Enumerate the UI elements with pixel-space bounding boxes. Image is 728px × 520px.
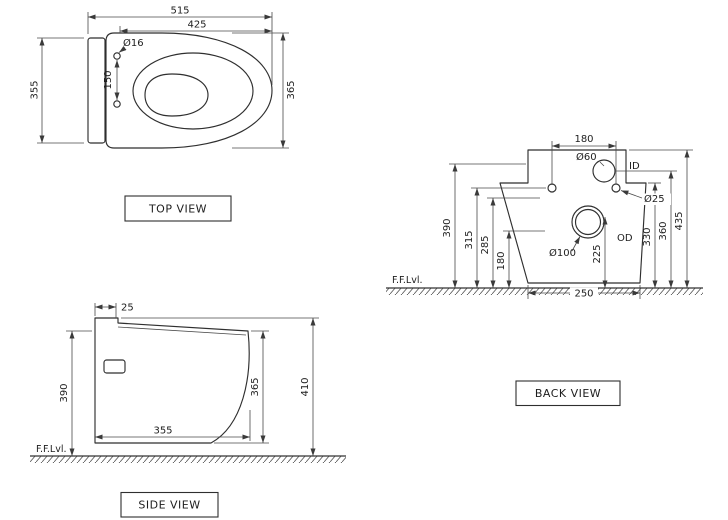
dim-250-text-bg <box>570 287 598 299</box>
inlet-tag-label: ID <box>629 161 640 172</box>
dim-label-390-back: 390 <box>442 218 453 237</box>
back-body-outline <box>499 149 647 284</box>
top-view: 515 425 355 365 Ø16 150 TOP <box>30 6 297 222</box>
dim-label-410: 410 <box>300 377 311 396</box>
hinge-hole-top <box>113 52 121 60</box>
dim-height-390-back: 390 <box>442 163 526 288</box>
dim-height-285: 285 <box>480 197 540 288</box>
flush-button-outline <box>103 359 126 374</box>
dim-label-dia25: Ø25 <box>644 193 665 205</box>
back-view-title-box <box>515 380 621 407</box>
back-view-floor: F.F.Lvl. <box>386 275 703 295</box>
bowl-opening-outline <box>144 73 209 117</box>
outlet-tag-label: OD <box>617 233 633 244</box>
dim-label-315: 315 <box>464 230 475 249</box>
dim-rim-height-365: 365 <box>214 330 269 444</box>
dim-label-225: 225 <box>592 244 603 263</box>
dim-label-425: 425 <box>187 20 206 31</box>
side-floor-hatch <box>30 456 346 463</box>
dim-label-dia16: Ø16 <box>123 37 144 49</box>
dim-height-225: 225 <box>592 217 608 288</box>
dim-base-width-250: 250 <box>527 285 641 300</box>
dim-base-length-355: 355 <box>95 410 251 441</box>
dim-label-285: 285 <box>480 235 491 254</box>
side-view-title: SIDE VIEW <box>120 491 219 518</box>
dim-bowl-length-425: 425 <box>119 20 272 34</box>
dim-label-365-side: 365 <box>250 377 261 396</box>
dim-label-365-top: 365 <box>286 80 297 99</box>
top-view-drawing <box>87 32 273 149</box>
dim-height-180-left: 180 <box>496 230 545 288</box>
back-view-drawing <box>499 149 647 284</box>
dim-label-355-top: 355 <box>30 80 41 99</box>
label-outlet: Ø100 OD <box>549 233 633 259</box>
back-view-title: BACK VIEW <box>515 380 621 407</box>
bowl-rim-outline <box>132 52 254 130</box>
label-inlet: Ø60 ID <box>576 151 640 172</box>
cistern-top-outline <box>87 37 106 144</box>
side-view-floor: F.F.Lvl. <box>30 444 346 463</box>
dim-label-dia100: Ø100 <box>549 247 576 259</box>
fixing-hole-left <box>547 183 557 193</box>
dim-body-height-390: 390 <box>59 330 92 456</box>
dim-label-515: 515 <box>170 6 189 17</box>
dim-height-435: 435 <box>629 149 693 288</box>
dim-fixing-spacing-180: 180 <box>551 134 617 185</box>
side-rim-line <box>117 326 247 336</box>
dim-lid-offset-25: 25 <box>94 303 134 318</box>
side-view-drawing <box>94 317 250 444</box>
side-view: F.F.Lvl. 25 390 365 4 <box>30 303 346 518</box>
dim-label-dia60: Ø60 <box>576 151 597 163</box>
dim-hinge-hole-spacing-150: 150 <box>103 60 120 100</box>
dim-overall-width-355: 355 <box>30 37 84 144</box>
dim-label-250: 250 <box>574 289 593 300</box>
side-view-title-box <box>120 491 219 518</box>
back-floor-level-label: F.F.Lvl. <box>392 275 423 286</box>
side-floor-level-label: F.F.Lvl. <box>36 444 67 455</box>
dim-label-25: 25 <box>121 303 134 314</box>
back-floor-hatch <box>386 288 703 295</box>
fixing-hole-right <box>611 183 621 193</box>
dim-label-435: 435 <box>674 211 685 230</box>
dim-label-330: 330 <box>642 227 653 246</box>
side-profile-outline <box>94 317 250 444</box>
label-fixing-hole: Ø25 <box>620 190 671 205</box>
dim-overall-length-515: 515 <box>87 6 273 85</box>
bowl-outer-outline <box>105 32 273 149</box>
dim-height-360: 360 <box>616 170 677 288</box>
dim-height-315: 315 <box>464 187 546 288</box>
dim-label-360: 360 <box>658 221 669 240</box>
outlet-hole-inner <box>574 208 602 236</box>
back-view: F.F.Lvl. 180 390 315 <box>386 134 703 407</box>
dia25-text-bg <box>641 193 671 205</box>
inlet-hole <box>592 159 616 183</box>
hinge-hole-bottom <box>113 100 121 108</box>
dim-label-355-side: 355 <box>153 426 172 437</box>
side-view-title-label: SIDE VIEW <box>138 499 200 512</box>
dim-hinge-hole-dia-16: Ø16 <box>118 37 144 53</box>
dim-label-180-left: 180 <box>496 251 507 270</box>
dim-overall-height-410: 410 <box>121 317 319 456</box>
dim-bowl-width-365: 365 <box>232 32 297 149</box>
outlet-hole-outer <box>571 205 605 239</box>
top-view-title-box <box>124 195 232 222</box>
back-view-title-label: BACK VIEW <box>535 387 601 400</box>
top-view-title: TOP VIEW <box>124 195 232 222</box>
top-view-title-label: TOP VIEW <box>148 203 207 216</box>
dim-label-150: 150 <box>103 70 114 89</box>
dim-label-180-top: 180 <box>574 134 593 145</box>
dim-label-390-side: 390 <box>59 383 70 402</box>
